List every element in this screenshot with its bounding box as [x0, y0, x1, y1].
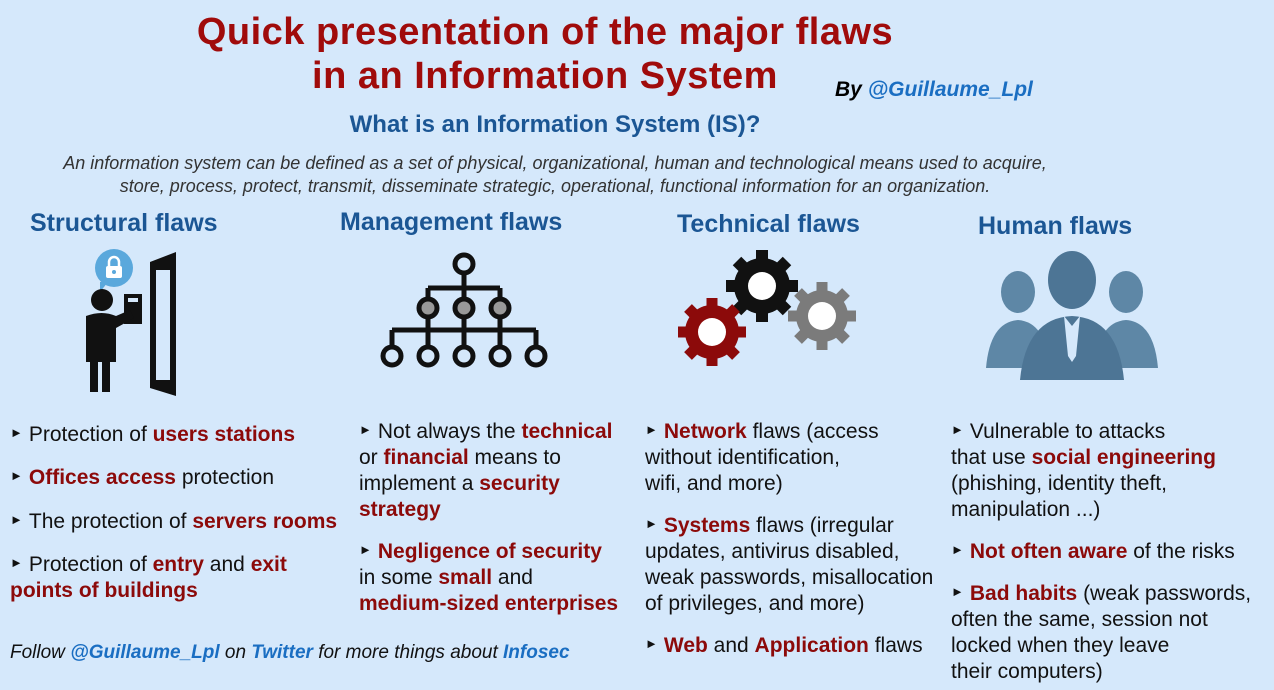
- list-item: ►Protection of users stations: [10, 423, 295, 446]
- byline: By @Guillaume_Lpl: [835, 78, 1033, 101]
- footer-handle-link[interactable]: @Guillaume_Lpl: [70, 642, 220, 663]
- list-item: ►Not often aware of the risks: [951, 540, 1235, 563]
- list-item: ►Systems flaws (irregular updates, antiv…: [645, 514, 934, 615]
- bullet-triangle-icon: ►: [951, 542, 964, 557]
- bullet-triangle-icon: ►: [359, 542, 372, 557]
- human-flaws-list: ►Vulnerable to attacks that use social e…: [951, 417, 1271, 685]
- list-item: ►Vulnerable to attacks that use social e…: [951, 420, 1216, 521]
- section-question: What is an Information System (IS)?: [349, 111, 761, 138]
- list-item: ►Offices access protection: [10, 466, 275, 489]
- org-chart-icon: [380, 252, 548, 368]
- management-flaws-list: ►Not always the technical or financial m…: [359, 417, 639, 617]
- heading-management-flaws: Management flaws: [340, 208, 563, 236]
- heading-technical-flaws: Technical flaws: [677, 210, 860, 238]
- list-item: ►Web and Application flaws: [645, 634, 923, 657]
- gears-icon: [678, 250, 856, 366]
- list-item: ►Not always the technical or financial m…: [359, 420, 613, 521]
- bullet-triangle-icon: ►: [645, 422, 658, 437]
- bullet-triangle-icon: ►: [10, 555, 23, 570]
- twitter-link[interactable]: Twitter: [251, 642, 313, 663]
- bullet-triangle-icon: ►: [951, 584, 964, 599]
- list-item: ►Negligence of security in some small an…: [359, 540, 619, 615]
- bullet-triangle-icon: ►: [645, 516, 658, 531]
- list-item: ►Bad habits (weak passwords, often the s…: [951, 582, 1252, 683]
- list-item: ►The protection of servers rooms: [10, 510, 338, 533]
- heading-human-flaws: Human flaws: [978, 212, 1133, 240]
- list-item: ►Network flaws (access without identific…: [645, 420, 879, 495]
- author-handle-link[interactable]: @Guillaume_Lpl: [867, 78, 1033, 101]
- bullet-triangle-icon: ►: [359, 422, 372, 437]
- technical-flaws-list: ►Network flaws (access without identific…: [645, 417, 947, 659]
- page-title: Quick presentation of the major flaws in…: [196, 11, 894, 97]
- bullet-triangle-icon: ►: [645, 636, 658, 651]
- footer-note: Follow @Guillaume_Lpl on Twitter for mor…: [10, 642, 570, 663]
- heading-structural-flaws: Structural flaws: [30, 209, 218, 237]
- definition-text: An information system can be defined as …: [63, 153, 1047, 196]
- bullet-triangle-icon: ►: [10, 425, 23, 440]
- infosec-link[interactable]: Infosec: [503, 642, 570, 663]
- people-group-icon: [986, 251, 1158, 380]
- bullet-triangle-icon: ►: [10, 512, 23, 527]
- bullet-triangle-icon: ►: [951, 422, 964, 437]
- person-badge-door-icon: [86, 249, 176, 396]
- bullet-triangle-icon: ►: [10, 468, 23, 483]
